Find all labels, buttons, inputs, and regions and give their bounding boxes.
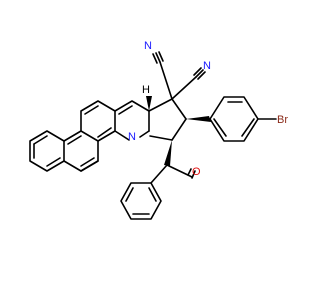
nitrile-nitrogen-left: N — [144, 40, 152, 52]
carbonyl-oxygen: O — [192, 166, 201, 178]
bromophenyl-group — [186, 96, 277, 142]
pyrrolidine-ring — [139, 98, 187, 141]
fused-aromatic-rings — [29, 100, 150, 172]
nitrile-bonds — [152, 51, 206, 100]
stereo-hydrogen-bond — [146, 96, 152, 111]
benzoyl-group — [120, 140, 196, 220]
bromine-label: Br — [277, 114, 288, 126]
hydrogen-label: H — [142, 84, 150, 96]
nitrile-nitrogen-right: N — [203, 60, 211, 72]
ring-nitrogen: N — [128, 131, 136, 143]
molecule-structure: H N N N Br O — [29, 40, 288, 220]
